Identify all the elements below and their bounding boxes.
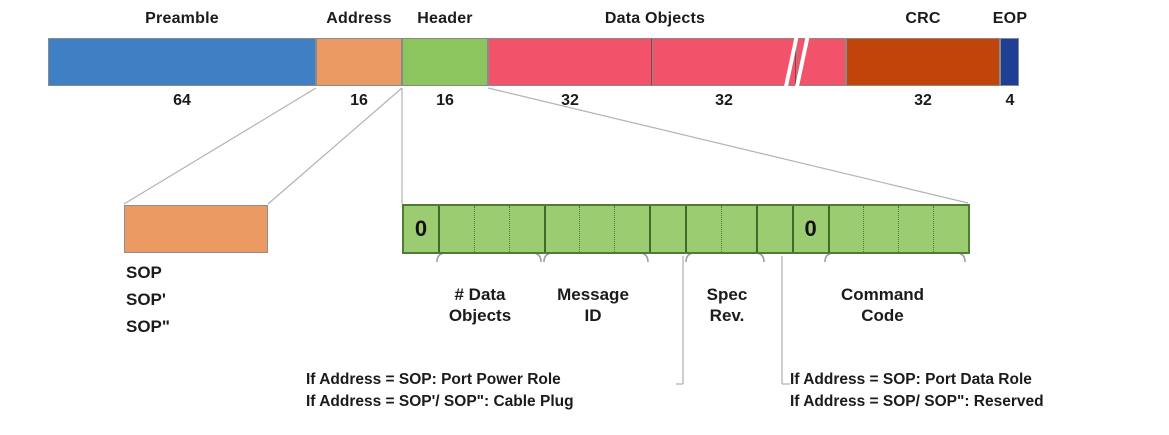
bits-eop: 4 bbox=[1005, 92, 1015, 109]
group-line1: Spec bbox=[706, 285, 748, 304]
label-address: Address bbox=[326, 10, 392, 27]
packet-segment-eop bbox=[1000, 38, 1019, 86]
annotation-line2: If Address = SOP/ SOP": Reserved bbox=[790, 393, 1044, 411]
group-line1: # Data bbox=[454, 285, 506, 304]
address-value-sop-double-prime: SOP" bbox=[126, 317, 170, 336]
packet-segment-data-object-2 bbox=[652, 38, 796, 86]
group-label-num-data-objects: # Data Objects bbox=[425, 285, 535, 326]
annotation-line1: If Address = SOP: Port Data Role bbox=[790, 371, 1032, 388]
bits-data-object-2: 32 bbox=[715, 92, 733, 109]
label-crc: CRC bbox=[905, 10, 941, 27]
header-bit-7 bbox=[651, 206, 687, 252]
header-bit-8 bbox=[687, 206, 722, 252]
group-line1: Message bbox=[557, 285, 629, 304]
header-bit-13 bbox=[864, 206, 900, 252]
packet-segment-address bbox=[316, 38, 402, 86]
group-line2: Objects bbox=[448, 305, 512, 325]
header-bit-4 bbox=[546, 206, 581, 252]
header-bit-3 bbox=[510, 206, 546, 252]
header-bit-0: 0 bbox=[404, 206, 440, 252]
group-line2: ID bbox=[584, 305, 602, 325]
bits-preamble: 64 bbox=[173, 92, 191, 109]
header-bit-10 bbox=[758, 206, 794, 252]
header-bit-1 bbox=[440, 206, 475, 252]
bits-header: 16 bbox=[436, 92, 454, 109]
header-bit-11: 0 bbox=[794, 206, 830, 252]
annotation-port-data-role: If Address = SOP: Port Data Role If Addr… bbox=[790, 369, 1044, 414]
packet-segment-data-object-1 bbox=[488, 38, 652, 86]
label-eop: EOP bbox=[992, 10, 1028, 27]
group-label-message-id: Message ID bbox=[534, 285, 652, 326]
header-bit-9 bbox=[722, 206, 758, 252]
header-bit-field: 0 0 bbox=[402, 204, 970, 254]
group-line2: Rev. bbox=[709, 305, 745, 325]
annotation-line2: If Address = SOP'/ SOP": Cable Plug bbox=[306, 393, 574, 411]
label-preamble: Preamble bbox=[145, 10, 219, 27]
bits-data-object-1: 32 bbox=[561, 92, 579, 109]
label-data-objects: Data Objects bbox=[604, 10, 706, 27]
packet-segment-header bbox=[402, 38, 488, 86]
annotation-port-power-role: If Address = SOP: Port Power Role If Add… bbox=[306, 369, 574, 414]
header-bit-14 bbox=[899, 206, 935, 252]
group-line2: Code bbox=[861, 305, 904, 325]
group-label-spec-rev: Spec Rev. bbox=[690, 285, 764, 326]
bits-address: 16 bbox=[350, 92, 368, 109]
address-value-sop-prime: SOP' bbox=[126, 290, 166, 309]
group-line1: Command bbox=[840, 285, 925, 304]
address-value-sop: SOP bbox=[126, 263, 162, 282]
label-header: Header bbox=[417, 10, 473, 27]
packet-segment-crc bbox=[846, 38, 1000, 86]
header-bit-12 bbox=[830, 206, 865, 252]
header-bit-5 bbox=[580, 206, 616, 252]
bits-crc: 32 bbox=[914, 92, 932, 109]
group-label-command-code: Command Code bbox=[810, 285, 955, 326]
header-bit-6 bbox=[615, 206, 652, 252]
header-bit-15 bbox=[934, 206, 968, 252]
packet-segment-preamble bbox=[48, 38, 316, 86]
header-bit-2 bbox=[475, 206, 510, 252]
annotation-line1: If Address = SOP: Port Power Role bbox=[306, 371, 561, 388]
address-expansion-box bbox=[124, 205, 268, 253]
